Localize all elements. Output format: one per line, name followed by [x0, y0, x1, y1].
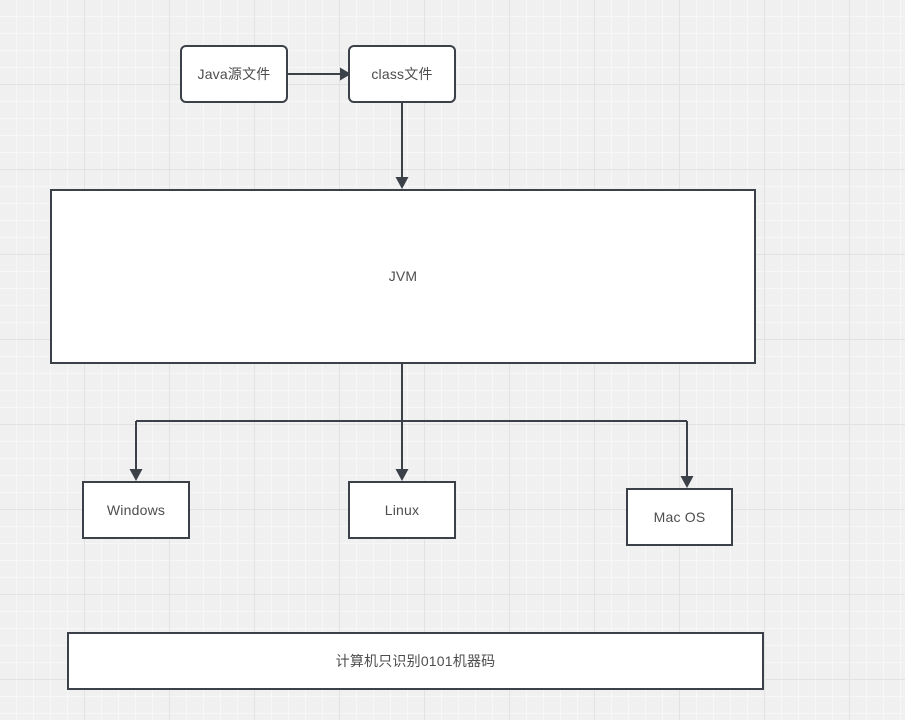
- node-jvm[interactable]: JVM: [50, 189, 756, 364]
- arrowhead-icon: [129, 469, 143, 481]
- edge-jvm-to-windows: [129, 421, 143, 481]
- node-machine-code-label: 计算机只识别0101机器码: [335, 652, 496, 669]
- node-windows-label: Windows: [106, 501, 166, 518]
- node-windows[interactable]: Windows: [82, 481, 190, 539]
- edge-java-to-class: [288, 67, 351, 81]
- edge-jvm-to-macos: [680, 421, 694, 488]
- node-class-file[interactable]: class文件: [348, 45, 456, 103]
- node-jvm-label: JVM: [388, 268, 418, 285]
- node-linux[interactable]: Linux: [348, 481, 456, 539]
- node-java-source[interactable]: Java源文件: [180, 45, 288, 103]
- edge-class-to-jvm: [395, 103, 409, 189]
- node-class-file-label: class文件: [371, 65, 433, 82]
- arrowhead-icon: [395, 469, 409, 481]
- edge-jvm-to-linux: [395, 421, 409, 481]
- arrowhead-icon: [680, 476, 694, 488]
- node-macos-label: Mac OS: [653, 508, 706, 525]
- node-linux-label: Linux: [384, 501, 420, 518]
- arrowhead-icon: [395, 177, 409, 189]
- node-macos[interactable]: Mac OS: [626, 488, 733, 546]
- node-java-source-label: Java源文件: [197, 65, 271, 82]
- node-machine-code[interactable]: 计算机只识别0101机器码: [67, 632, 764, 690]
- edge-jvm-branch-bus: [136, 364, 687, 422]
